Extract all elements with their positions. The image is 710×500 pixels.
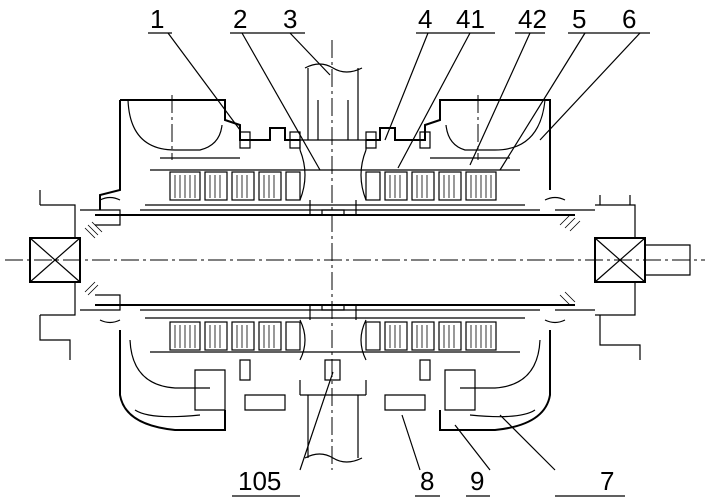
callout-42: 42 xyxy=(518,4,547,34)
upper-blade-rows xyxy=(169,131,497,201)
right-bearing xyxy=(544,195,691,360)
bottom-callouts: 105 8 9 7 xyxy=(238,466,614,496)
steam-inlet-pipe-top xyxy=(299,63,367,150)
rotor xyxy=(95,200,575,320)
left-bearing xyxy=(29,190,121,360)
upper-casing xyxy=(99,99,551,210)
top-callouts: 1 2 3 4 41 42 5 6 xyxy=(150,4,636,34)
steam-outlet-pipe-bottom xyxy=(299,359,367,463)
callout-7: 7 xyxy=(600,466,614,496)
callout-6: 6 xyxy=(622,4,636,34)
callout-5: 5 xyxy=(572,4,586,34)
callout-1: 1 xyxy=(150,4,164,34)
lower-casing xyxy=(119,317,551,431)
callout-4: 4 xyxy=(418,4,432,34)
top-leader-lines xyxy=(167,32,641,171)
callout-2: 2 xyxy=(233,4,247,34)
lower-blade-rows xyxy=(169,321,497,381)
callout-3: 3 xyxy=(283,4,297,34)
callout-8: 8 xyxy=(420,466,434,496)
callout-105: 105 xyxy=(238,466,281,496)
callout-9: 9 xyxy=(470,466,484,496)
bottom-leader-lines xyxy=(299,371,556,471)
callout-41: 41 xyxy=(456,4,485,34)
